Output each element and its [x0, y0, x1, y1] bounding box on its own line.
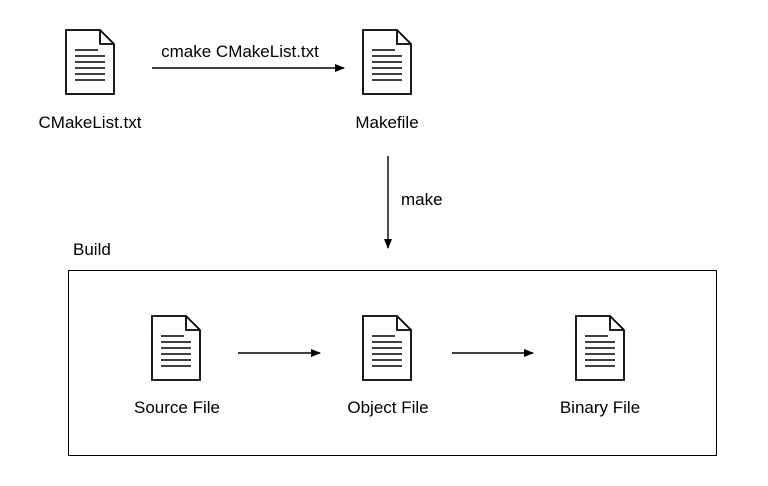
binary-file-label: Binary File	[559, 398, 641, 417]
object-file-label: Object File	[347, 398, 429, 417]
cmake-command-label: cmake CMakeList.txt	[161, 42, 319, 61]
build-container	[68, 270, 717, 456]
build-title: Build	[73, 240, 111, 259]
makefile-label: Makefile	[355, 113, 419, 132]
makefile-document-icon	[362, 29, 412, 95]
cmakelists-document-icon	[65, 29, 115, 95]
cmakelists-label: CMakeList.txt	[38, 113, 142, 132]
make-command-label: make	[401, 190, 443, 209]
source-file-label: Source File	[134, 398, 220, 417]
